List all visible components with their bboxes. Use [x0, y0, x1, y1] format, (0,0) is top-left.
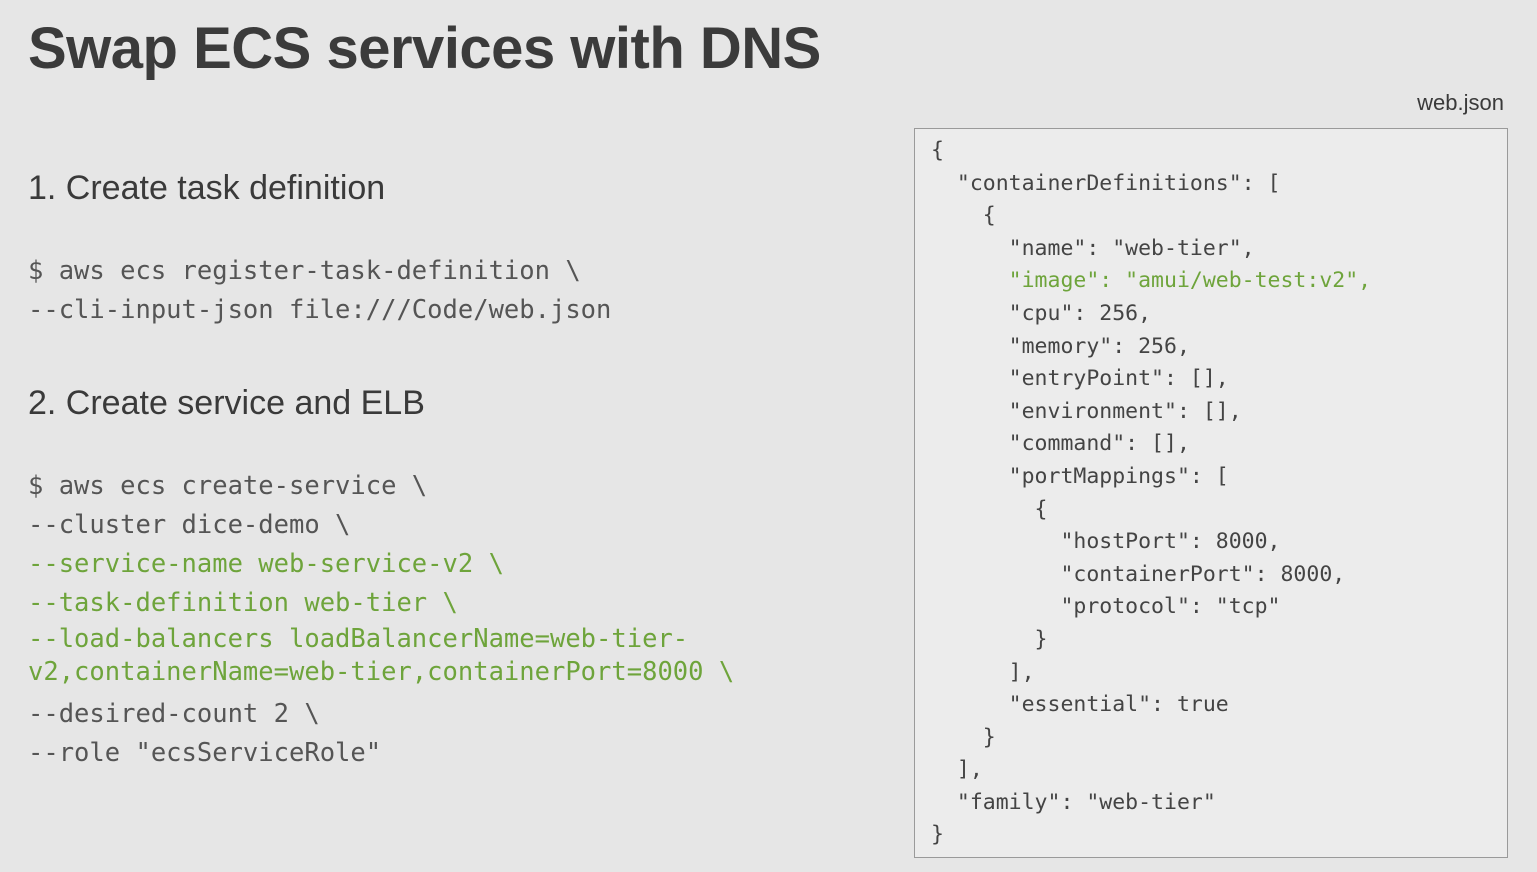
json-code-line: "entryPoint": [],: [931, 366, 1229, 392]
slide-title: Swap ECS services with DNS: [28, 16, 821, 81]
json-code-line: "hostPort": 8000,: [931, 529, 1281, 555]
json-code-line: "name": "web-tier",: [931, 235, 1255, 261]
json-code-line: ],: [931, 659, 1035, 685]
json-code-line: }: [931, 626, 1048, 652]
command-line: --load-balancers loadBalancerName=web-ti…: [28, 624, 735, 687]
command-line: --role "ecsServiceRole": [28, 738, 382, 768]
json-code-line: {: [931, 203, 996, 229]
command-line: --service-name web-service-v2 \: [28, 549, 504, 579]
json-code: { "containerDefinitions": [ { "name": "w…: [931, 135, 1371, 852]
json-code-line: "memory": 256,: [931, 333, 1190, 359]
command-line: --cluster dice-demo \: [28, 510, 351, 540]
json-code-line: "containerDefinitions": [: [931, 170, 1281, 196]
command-line: --cli-input-json file:///Code/web.json: [28, 295, 612, 325]
json-code-line: "command": [],: [931, 431, 1190, 457]
json-code-line: {: [931, 138, 944, 163]
json-code-line: "environment": [],: [931, 398, 1242, 424]
json-code-line: "containerPort": 8000,: [931, 561, 1346, 587]
json-filename-label: web.json: [1417, 90, 1504, 115]
json-code-line: }: [931, 822, 944, 848]
command-line: --desired-count 2 \: [28, 699, 320, 729]
step-2-heading: 2. Create service and ELB: [28, 384, 425, 422]
command-line: $ aws ecs create-service \: [28, 471, 428, 501]
json-code-line: "family": "web-tier": [931, 789, 1216, 815]
json-code-line: ],: [931, 757, 983, 783]
json-code-panel: { "containerDefinitions": [ { "name": "w…: [914, 128, 1508, 858]
step-2-command-block: $ aws ecs create-service \ --cluster dic…: [28, 467, 788, 773]
json-code-line: "cpu": 256,: [931, 300, 1152, 326]
command-line: --task-definition web-tier \: [28, 588, 458, 618]
json-code-line: "essential": true: [931, 692, 1229, 718]
json-code-line: "image": "amui/web-test:v2",: [931, 268, 1372, 294]
step-1-command-block: $ aws ecs register-task-definition \ --c…: [28, 252, 611, 330]
json-code-line: "portMappings": [: [931, 463, 1229, 489]
step-1-heading: 1. Create task definition: [28, 169, 386, 207]
json-code-line: {: [931, 496, 1048, 522]
json-code-line: "protocol": "tcp": [931, 594, 1281, 620]
json-code-line: }: [931, 724, 996, 750]
command-line: $ aws ecs register-task-definition \: [28, 256, 581, 286]
